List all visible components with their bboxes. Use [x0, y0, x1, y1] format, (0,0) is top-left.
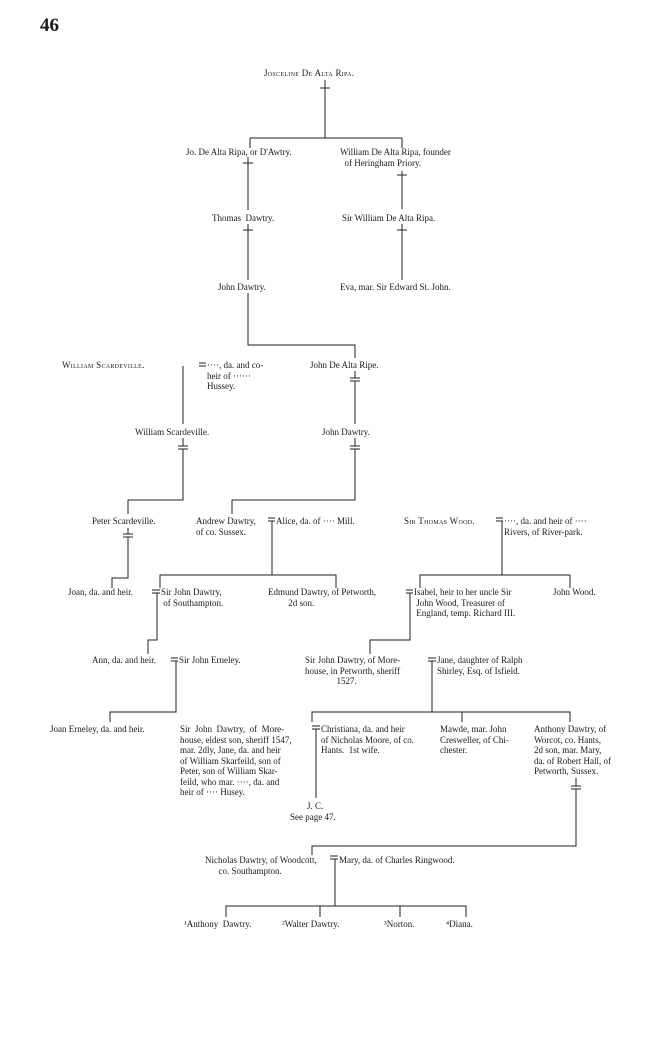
- person-john-wood: John Wood.: [553, 587, 596, 597]
- person-thomas-dawtry: Thomas Dawtry.: [212, 213, 275, 223]
- person-christiana: Christiana, da. and heir of Nicholas Moo…: [321, 724, 414, 755]
- line-1547-christiana: [312, 725, 320, 798]
- person-joan-heir: Joan, da. and heir.: [68, 587, 133, 597]
- person-nicholas-dawtry: Nicholas Dawtry, of Woodcott, co. Southa…: [205, 855, 317, 876]
- person-sir-john-dawtry-morehouse: Sir John Dawtry, of More- house, in Petw…: [305, 655, 401, 686]
- line-ann-erneley: [109, 657, 178, 722]
- person-sir-john-dawtry-1547: Sir John Dawtry, of More- house, eldest …: [180, 724, 292, 797]
- person-norton: ³Norton.: [384, 919, 415, 929]
- line-dawtry-andrew: [231, 438, 360, 514]
- person-andrew-dawtry: Andrew Dawtry, of co. Sussex.: [196, 516, 256, 537]
- line-william-sirwilliam: [397, 171, 407, 209]
- page-number: 46: [40, 15, 59, 36]
- person-sir-william-de-alta-ripa: Sir William De Alta Ripa.: [342, 213, 436, 223]
- line-jo-thomas: [243, 157, 253, 210]
- person-ann-heir: Ann, da. and heir.: [92, 655, 156, 665]
- person-isabel: Isabel, heir to her uncle Sir John Wood,…: [414, 587, 516, 618]
- person-wood-wife: ····, da. and heir of ···· Rivers, of Ri…: [504, 516, 587, 537]
- person-mary-ringwood: Mary, da. of Charles Ringwood.: [339, 855, 455, 865]
- line-scardeville-marriage: [182, 362, 206, 424]
- person-sir-thomas-wood: Sir Thomas Wood.: [404, 516, 475, 526]
- person-peter-scardeville: Peter Scardeville.: [92, 516, 156, 526]
- line-morehouse-jane: [311, 657, 571, 722]
- person-walter-dawtry: ²Walter Dawtry.: [282, 919, 340, 929]
- person-mawde: Mawde, mar. John Cresweller, of Chi- che…: [440, 724, 509, 755]
- line-joan-sirjohn: [147, 589, 160, 654]
- note-jc: J. C.: [307, 801, 324, 811]
- person-william-scardeville: William Scardeville.: [62, 360, 145, 370]
- line-ripe-dawtry: [350, 371, 360, 424]
- person-john-de-alta-ripe: John De Alta Ripe.: [310, 360, 379, 370]
- line-wood-marriage: [419, 517, 571, 588]
- person-joan-erneley: Joan Erneley, da. and heir.: [50, 724, 145, 734]
- line-sirwilliam-eva: [397, 224, 407, 280]
- note-see-page: See page 47.: [290, 812, 336, 822]
- person-john-dawtry-2: John Dawtry.: [322, 427, 370, 437]
- person-anthony-dawtry-child: ¹Anthony Dawtry.: [184, 919, 252, 929]
- line-peter-joan: [111, 528, 133, 588]
- person-alice: Alice, da. of ···· Mill.: [276, 516, 355, 526]
- person-sir-john-erneley: Sir John Erneley.: [179, 655, 241, 665]
- line-josceline: [249, 80, 403, 148]
- line-nicholas-mary: [225, 855, 467, 917]
- person-diana: ⁴Diana.: [446, 919, 473, 929]
- person-jane-shirley: Jane, daughter of Ralph Shirley, Esq. of…: [437, 655, 523, 676]
- person-jo-de-alta-ripa: Jo. De Alta Ripa, or D'Awtry.: [186, 147, 292, 157]
- person-sir-john-dawtry-southampton: Sir John Dawtry, of Southampton.: [161, 587, 224, 608]
- person-william-scardeville-2: William Scardeville.: [135, 427, 210, 437]
- person-john-dawtry-1: John Dawtry.: [218, 282, 266, 292]
- person-eva: Eva, mar. Sir Edward St. John.: [340, 282, 451, 292]
- person-william-founder: William De Alta Ripa, founder of Heringh…: [340, 147, 451, 168]
- person-anthony-dawtry-worcot: Anthony Dawtry, of Worcot, co. Hants, 2d…: [534, 724, 611, 776]
- person-scardeville-wife: ····, da. and co- heir of ······ Hussey.: [207, 360, 264, 391]
- line-john-johnripe: [247, 293, 356, 358]
- line-edmund-isabel: [369, 589, 413, 654]
- line-anthony-nicholas: [311, 778, 581, 855]
- line-william-peter: [127, 438, 188, 514]
- line-thomas-john: [243, 224, 253, 280]
- person-edmund-dawtry: Edmund Dawtry, of Petworth, 2d son.: [268, 587, 377, 608]
- person-josceline: Josceline De Alta Ripa.: [264, 68, 355, 78]
- line-andrew-alice: [159, 517, 337, 588]
